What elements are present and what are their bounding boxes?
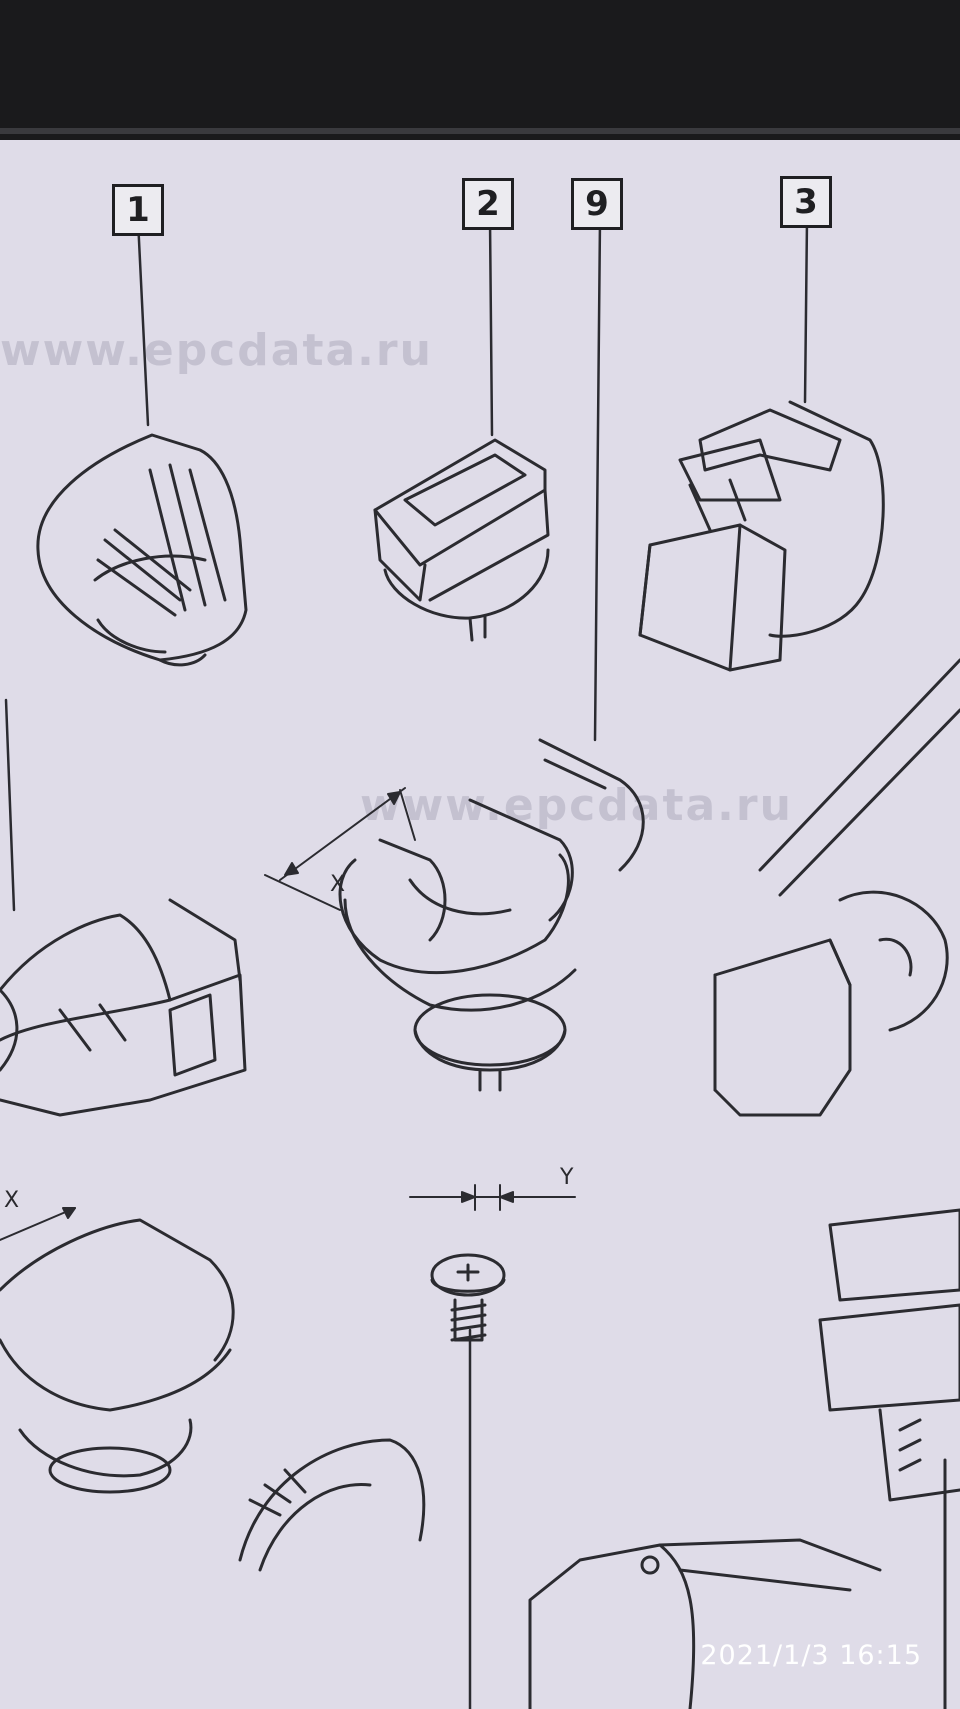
lower-left-partial-clip: [0, 1207, 235, 1494]
dimension-x-label-lower: X: [4, 1188, 20, 1213]
screw-part: [430, 1253, 506, 1342]
callout-part-2: 2: [462, 178, 514, 230]
part-3-clip: [638, 400, 885, 672]
dimension-x-label: X: [330, 872, 346, 897]
parts-diagram-screen: www.epcdata.ru www.epcdata.ru: [0, 140, 960, 1709]
part-1-clip: [36, 433, 248, 667]
callout-part-9: 9: [571, 178, 623, 230]
dimension-y-part-9: [409, 1184, 576, 1211]
callout-part-1: 1: [112, 184, 164, 236]
right-lower-partial-part: [818, 1208, 960, 1709]
leader-lines: [4, 218, 809, 1709]
dimension-y-label: Y: [560, 1165, 574, 1190]
part-2-clip: [373, 438, 550, 642]
bottom-bracket-part: [528, 1538, 882, 1709]
dimension-x-part-9: [264, 787, 416, 911]
callout-part-3: 3: [780, 176, 832, 228]
photo-timestamp: 2021/1/3 16:15: [700, 1640, 922, 1671]
bottom-strap-clip: [238, 1438, 426, 1572]
watermark-top: www.epcdata.ru: [0, 325, 433, 376]
watermark-middle: www.epcdata.ru: [360, 780, 793, 831]
monitor-bezel-edge: [0, 128, 960, 134]
left-partial-clip: [0, 898, 247, 1117]
part-9-clip: [338, 738, 645, 1092]
right-partial-part: [713, 658, 960, 1117]
parts-illustration: [0, 218, 960, 1709]
